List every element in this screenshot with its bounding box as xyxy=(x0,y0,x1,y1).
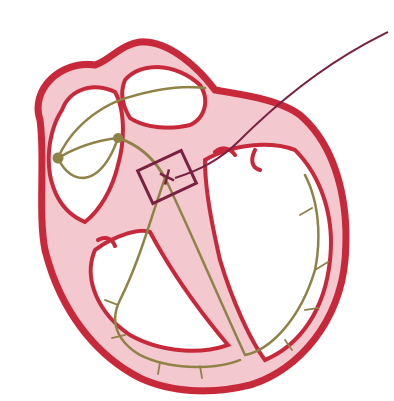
sa-node-icon xyxy=(53,153,64,164)
av-node-icon xyxy=(113,133,123,143)
